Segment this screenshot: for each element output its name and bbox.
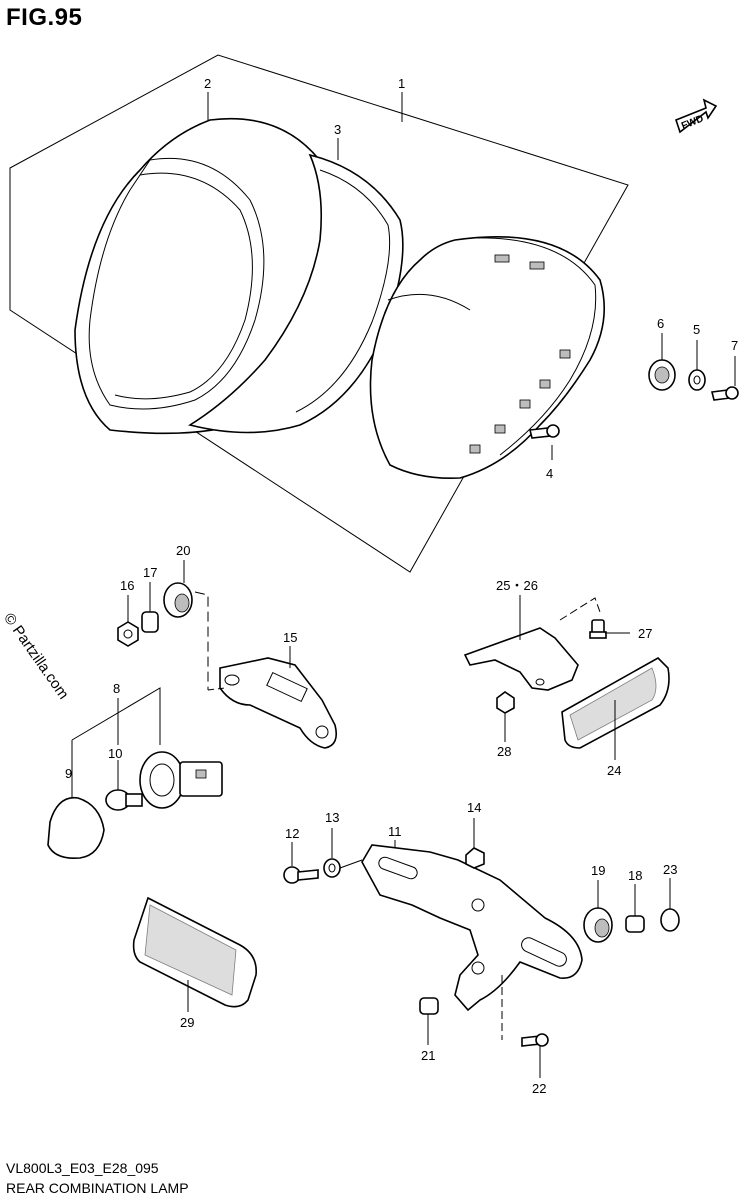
part-17-collar[interactable] — [141, 611, 159, 633]
part-22-bolt[interactable] — [521, 1033, 549, 1047]
callout-13: 13 — [325, 810, 339, 825]
part-14-nut[interactable] — [465, 847, 485, 869]
part-13-washer[interactable] — [323, 858, 341, 878]
callout-4: 4 — [546, 466, 553, 481]
callout-11: 11 — [388, 824, 402, 839]
leader-8-9 — [71, 687, 161, 745]
diagram-name: REAR COMBINATION LAMP — [6, 1180, 189, 1196]
part-4-screw[interactable] — [529, 424, 560, 439]
callout-12: 12 — [285, 826, 299, 841]
callout-18: 18 — [628, 868, 642, 883]
part-11-main-bracket[interactable] — [361, 844, 583, 1012]
figure-title: FIG.95 — [6, 4, 83, 31]
part-10-bulb[interactable] — [105, 789, 143, 811]
part-6-grommet[interactable] — [648, 359, 676, 391]
part-18-collar[interactable] — [625, 915, 645, 933]
callout-21: 21 — [421, 1048, 435, 1063]
callout-16: 16 — [120, 578, 134, 593]
callout-leaders — [117, 92, 736, 1078]
callout-7: 7 — [731, 338, 738, 353]
part-16-nut[interactable] — [117, 621, 139, 647]
callout-19: 19 — [591, 863, 605, 878]
part-7-screw[interactable] — [711, 386, 739, 401]
callout-labels: 1 2 3 4 5 6 7 8 9 10 11 12 13 14 15 16 1… — [65, 76, 738, 1096]
callout-27: 27 — [638, 626, 652, 641]
callout-22: 22 — [532, 1081, 546, 1096]
part-12-screw[interactable] — [283, 866, 319, 884]
callout-9: 9 — [65, 766, 72, 781]
part-15-bracket[interactable] — [219, 657, 338, 749]
part-19-grommet[interactable] — [583, 907, 613, 943]
callout-17: 17 — [143, 565, 157, 580]
callout-24: 24 — [607, 763, 621, 778]
part-27-bolt[interactable] — [589, 619, 607, 639]
part-20-grommet[interactable] — [163, 582, 193, 618]
part-23-nut[interactable] — [660, 908, 680, 932]
callout-2: 2 — [204, 76, 211, 91]
callout-28: 28 — [497, 744, 511, 759]
part-3-gasket[interactable] — [187, 153, 404, 434]
callout-23: 23 — [663, 862, 677, 877]
callout-14: 14 — [467, 800, 481, 815]
part-8-socket[interactable] — [139, 751, 223, 809]
dashed-leader-20 — [194, 591, 209, 690]
callout-1: 1 — [398, 76, 405, 91]
callout-5: 5 — [693, 322, 700, 337]
callout-8: 8 — [113, 681, 120, 696]
part-28-nut[interactable] — [496, 691, 515, 714]
callout-29: 29 — [180, 1015, 194, 1030]
part-29-reflector[interactable] — [132, 896, 257, 1008]
dashed-leader-27 — [559, 597, 601, 621]
part-1-lamp-housing[interactable] — [369, 236, 605, 480]
part-25-26-bracket[interactable] — [463, 627, 579, 691]
callout-15: 15 — [283, 630, 297, 645]
part-9-lens[interactable] — [47, 796, 105, 860]
callout-10: 10 — [108, 746, 122, 761]
part-21-collar[interactable] — [419, 997, 439, 1015]
diagram-code: VL800L3_E03_E28_095 — [6, 1160, 159, 1176]
callout-6: 6 — [657, 316, 664, 331]
callout-20: 20 — [176, 543, 190, 558]
leader-13-11 — [339, 859, 363, 869]
part-5-washer[interactable] — [688, 369, 706, 391]
dashed-leader-15 — [207, 687, 226, 691]
callout-3: 3 — [334, 122, 341, 137]
forward-arrow-icon: FWD — [675, 98, 718, 134]
callout-25-26: 25・26 — [496, 578, 538, 593]
